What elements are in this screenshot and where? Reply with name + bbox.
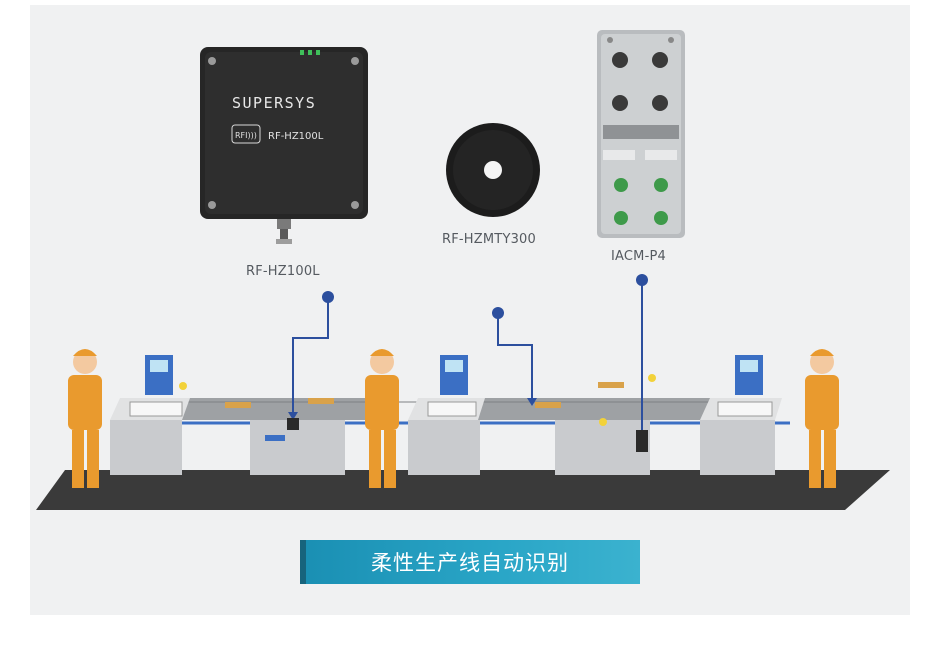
leader-reader [287, 291, 334, 430]
leader-tag [492, 307, 537, 406]
worker-middle [365, 349, 399, 488]
io-module-device [597, 30, 685, 238]
station-5 [700, 355, 782, 475]
banner-accent-bar [300, 540, 306, 584]
banner-title: 柔性生产线自动识别 [371, 551, 569, 575]
reader-label: RF-HZ100L [246, 264, 320, 279]
module-label: IACM-P4 [611, 249, 666, 264]
station-3 [408, 355, 485, 475]
floor [36, 470, 890, 510]
background-panel [30, 5, 910, 615]
title-banner: 柔性生产线自动识别 [300, 540, 640, 584]
rfid-logo: RFI))) [235, 131, 257, 140]
rfid-tag-disc [446, 123, 540, 217]
worker-right [805, 349, 839, 488]
worker-left [68, 349, 102, 488]
reader-model-text: RF-HZ100L [268, 131, 324, 142]
tag-label: RF-HZMTY300 [442, 232, 536, 247]
station-4 [555, 420, 650, 475]
reader-brand-text: SUPERSYS [232, 94, 316, 112]
rfid-reader-device: SUPERSYS RFI))) RF-HZ100L [200, 47, 368, 244]
leader-module [636, 274, 648, 452]
station-1 [110, 355, 190, 475]
